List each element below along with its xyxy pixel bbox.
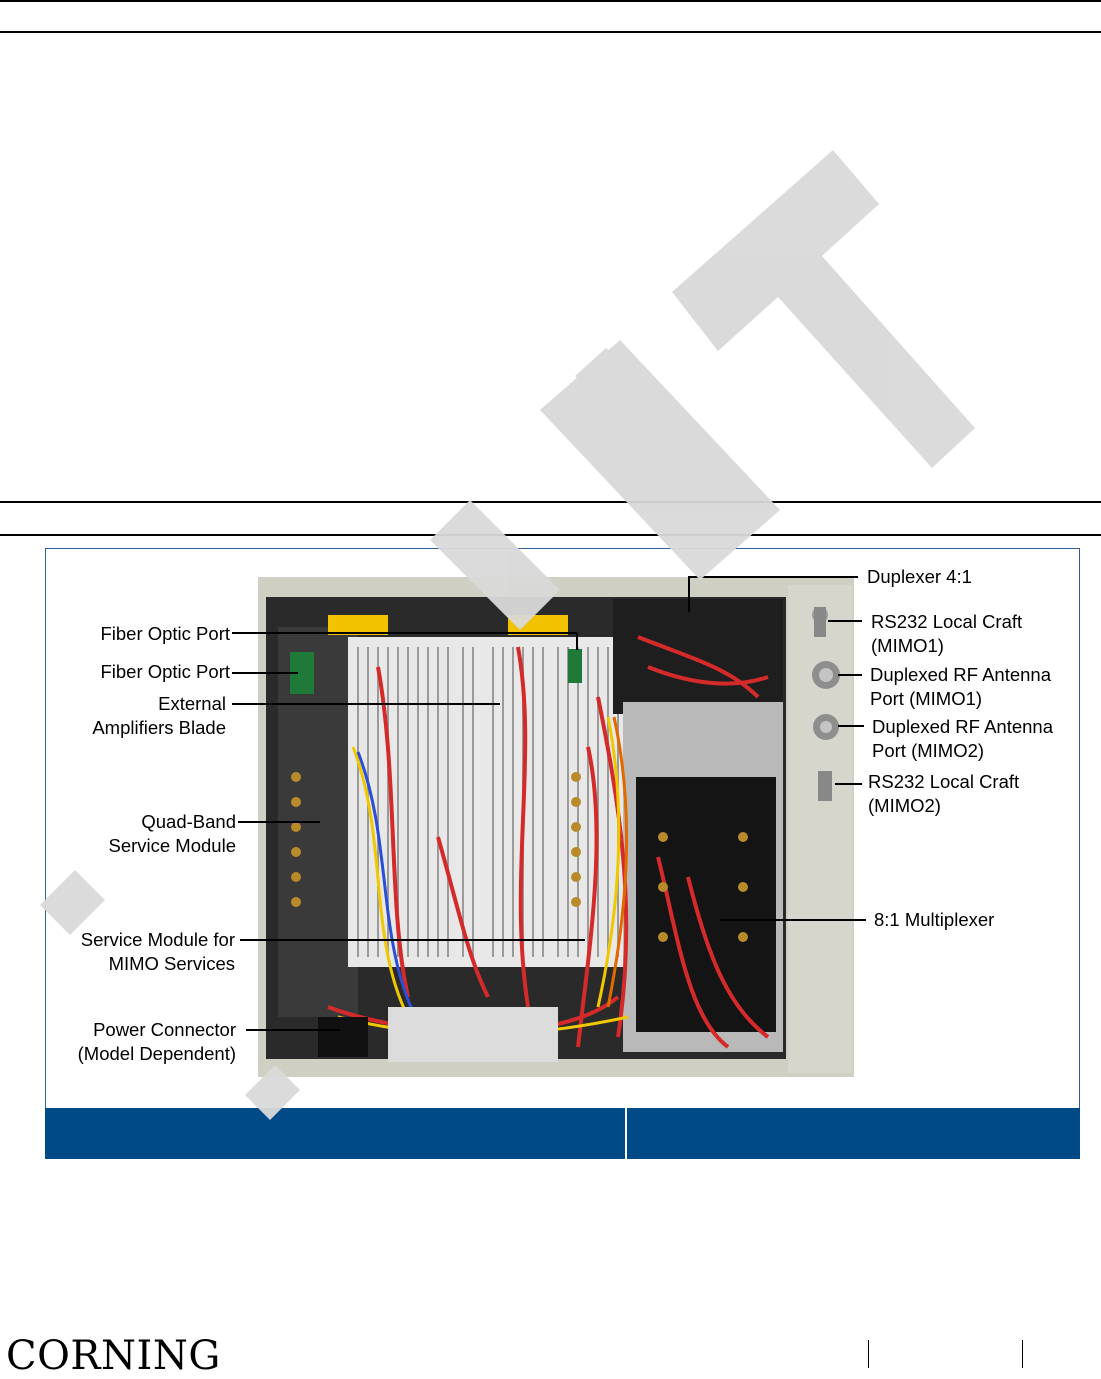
callout-text: 8:1 Multiplexer — [874, 909, 995, 930]
callout-text: MIMO Services — [108, 953, 235, 974]
callout-rs232-mimo2: RS232 Local Craft (MIMO2) — [868, 770, 1019, 818]
equipment-photo — [258, 577, 854, 1077]
header-rule-top — [0, 0, 1101, 2]
callout-antenna-mimo1: Duplexed RF Antenna Port (MIMO1) — [870, 663, 1051, 711]
header-rule-bottom — [0, 31, 1101, 33]
callout-text: Duplexed RF Antenna — [872, 716, 1054, 737]
callout-text: Power Connector — [93, 1019, 236, 1040]
callout-text: Duplexer 4:1 — [867, 566, 972, 587]
corning-logo: CORNING — [6, 1333, 221, 1379]
callout-text: (MIMO2) — [868, 795, 941, 816]
callout-power-connector: Power Connector (Model Dependent) — [55, 1018, 236, 1066]
section-rule-bottom — [0, 534, 1101, 536]
callout-text: (Model Dependent) — [77, 1043, 236, 1064]
callout-multiplexer: 8:1 Multiplexer — [874, 908, 994, 932]
callout-fiber-optic-port-1: Fiber Optic Port — [60, 622, 230, 646]
callout-antenna-mimo2: Duplexed RF Antenna Port (MIMO2) — [872, 715, 1053, 763]
callout-text: Amplifiers Blade — [92, 717, 226, 738]
callout-text: Port (MIMO2) — [872, 740, 985, 761]
callout-fiber-optic-port-2: Fiber Optic Port — [60, 660, 230, 684]
callout-text: Fiber Optic Port — [100, 661, 230, 682]
callout-duplexer: Duplexer 4:1 — [867, 565, 972, 589]
callout-quad-band-service-module: Quad-Band Service Module — [60, 810, 236, 858]
callout-mimo-service-module: Service Module for MIMO Services — [55, 928, 235, 976]
footer-separator-1 — [868, 1340, 869, 1368]
callout-text: Service Module — [108, 835, 236, 856]
callout-text: Fiber Optic Port — [100, 623, 230, 644]
callout-text: (MIMO1) — [871, 635, 944, 656]
caption-left-cell — [45, 1108, 625, 1159]
callout-text: Quad-Band — [141, 811, 236, 832]
caption-divider — [625, 1108, 627, 1159]
callout-text: External — [158, 693, 226, 714]
figure-caption-bar — [45, 1108, 1080, 1159]
callout-text: RS232 Local Craft — [868, 771, 1020, 792]
callout-text: Service Module for — [80, 929, 235, 950]
callout-text: Duplexed RF Antenna — [870, 664, 1052, 685]
caption-right-cell — [627, 1108, 1080, 1159]
footer-separator-2 — [1022, 1340, 1023, 1368]
callout-external-amplifiers-blade: External Amplifiers Blade — [60, 692, 226, 740]
section-rule-top — [0, 501, 1101, 503]
callout-text: RS232 Local Craft — [871, 611, 1023, 632]
callout-rs232-mimo1: RS232 Local Craft (MIMO1) — [871, 610, 1022, 658]
callout-text: Port (MIMO1) — [870, 688, 983, 709]
